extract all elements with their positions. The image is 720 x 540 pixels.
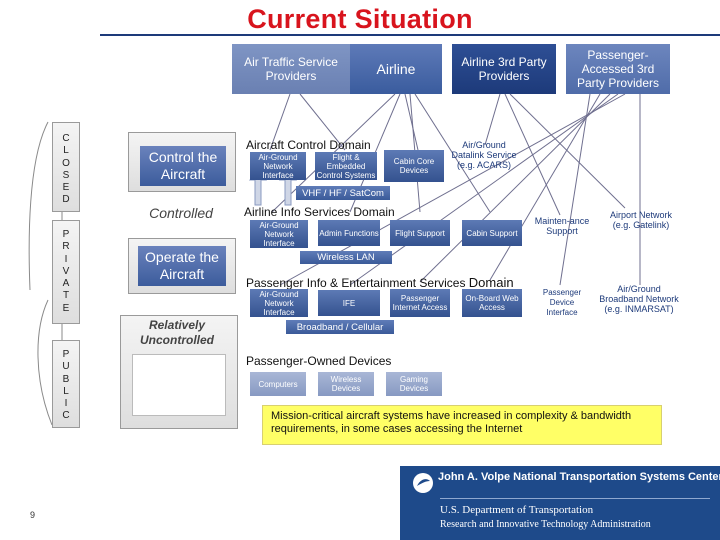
blank-panel (132, 354, 226, 416)
pod-gaming-devices: Gaming Devices (386, 372, 442, 396)
footer-center-name: John A. Volpe National Transportation Sy… (438, 471, 720, 483)
mission-callout: Mission-critical aircraft systems have i… (262, 405, 662, 445)
pies-passenger-internet: Passenger Internet Access (390, 289, 450, 317)
pies-onboard-web: On-Board Web Access (462, 289, 522, 317)
title-rule (100, 34, 720, 36)
header-air-traffic: Air Traffic Service Providers (232, 44, 350, 94)
operate-aircraft-box: Operate the Aircraft (138, 246, 226, 286)
public-letter: B (62, 373, 70, 385)
closed-letter: O (62, 157, 70, 169)
private-letter: R (62, 241, 70, 253)
side-label-airport: Airport Network (e.g. Gatelink) (609, 210, 672, 230)
footer-dept: U.S. Department of Transportation (440, 504, 594, 516)
side-label-maintenance: Mainten-ance Support (534, 216, 590, 236)
footer-admin: Research and Innovative Technology Admin… (440, 519, 651, 530)
closed-letter: E (62, 182, 70, 194)
pies-ife: IFE (318, 290, 380, 316)
public-letter: P (62, 349, 70, 360)
domain-label-pod: Passenger-Owned Devices (246, 354, 392, 368)
private-letter: A (62, 278, 70, 290)
public-letter: L (63, 385, 69, 397)
public-letter: I (64, 398, 68, 410)
acd-ag-network-interface: Air-Ground Network Interface (250, 152, 306, 180)
private-letter: T (62, 290, 70, 302)
acd-cabin-core-devices: Cabin Core Devices (384, 150, 444, 182)
private-letter: V (62, 265, 70, 277)
pies-link-bar: Broadband / Cellular (286, 320, 394, 334)
public-letter: C (62, 410, 70, 422)
acd-link-bar: VHF / HF / SatCom (296, 186, 390, 200)
footer-banner: John A. Volpe National Transportation Sy… (400, 466, 720, 540)
ais-flight-support: Flight Support (390, 220, 450, 246)
private-letter: E (62, 302, 70, 314)
side-label-passenger-device: Passenger Device Interface (542, 288, 582, 317)
controlled-label: Controlled (149, 205, 213, 221)
public-letter: U (62, 361, 70, 373)
side-label-datalink: Air/Ground Datalink Service (e.g. ACARS) (451, 140, 517, 170)
private-letter: I (64, 253, 68, 265)
domain-label-ais: Airline Info Services Domain (244, 205, 395, 219)
closed-letter: S (62, 169, 70, 181)
private-column: P R I V A T E (52, 220, 80, 324)
page-title: Current Situation (247, 4, 473, 34)
private-letter: P (62, 229, 70, 240)
pies-ag-network-interface: Air-Ground Network Interface (250, 289, 308, 317)
side-label-broadband: Air/Ground Broadband Network (e.g. INMAR… (599, 284, 679, 314)
header-passenger-3rd-party: Passenger-Accessed 3rd Party Providers (566, 44, 670, 94)
pod-computers: Computers (250, 372, 306, 396)
control-aircraft-box: Control the Aircraft (140, 146, 226, 186)
relatively-uncontrolled-label: Relatively Uncontrolled (140, 318, 214, 347)
ais-ag-network-interface: Air-Ground Network Interface (250, 220, 308, 248)
closed-column: C L O S E D (52, 122, 80, 212)
closed-letter: L (63, 145, 69, 157)
pies-label-main: Passenger Info & Entertainment Services (246, 276, 466, 290)
dot-logo-icon (413, 473, 433, 493)
closed-letter: D (62, 194, 70, 206)
public-column: P U B L I C (52, 340, 80, 428)
pod-wireless-devices: Wireless Devices (318, 372, 374, 396)
header-airline-3rd-party: Airline 3rd Party Providers (452, 44, 556, 94)
closed-letter: C (62, 133, 70, 144)
header-airline: Airline (350, 44, 442, 94)
acd-flight-control-systems: Flight & Embedded Control Systems (315, 152, 377, 180)
domain-label-acd: Aircraft Control Domain (246, 138, 371, 152)
footer-divider (440, 498, 710, 499)
ais-cabin-support: Cabin Support (462, 220, 522, 246)
ais-admin-functions: Admin Functions (318, 220, 380, 246)
pies-label-suffix: Domain (468, 275, 514, 290)
ais-link-bar: Wireless LAN (300, 251, 392, 264)
domain-label-pies: Passenger Info & Entertainment Services … (246, 275, 514, 290)
page-number: 9 (30, 510, 36, 520)
